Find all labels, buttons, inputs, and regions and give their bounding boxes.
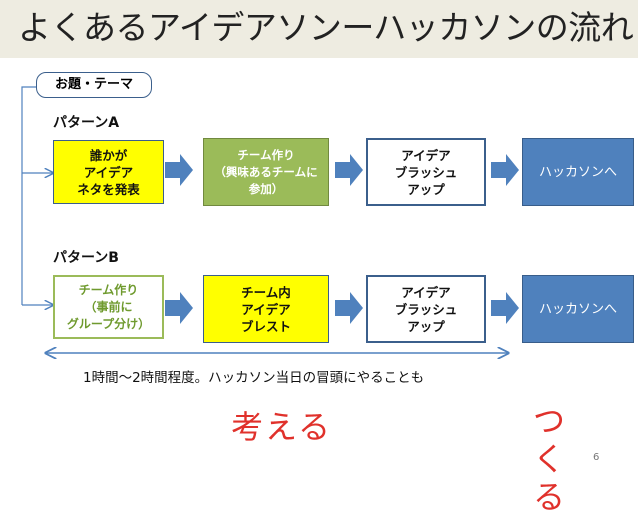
branch-line: [21, 86, 36, 305]
flow-connectors: [21, 86, 519, 479]
flow-arrow-b3: [491, 292, 519, 324]
phase-think: 考える: [231, 408, 333, 446]
pattern-b-step-2: チーム内 アイデア ブレスト: [203, 275, 329, 343]
pattern-a-step-3: アイデア ブラッシュ アップ: [366, 138, 486, 206]
slide-title: よくあるアイデアソンーハッカソンの流れ: [18, 8, 634, 47]
flow-arrow-b2: [335, 292, 363, 324]
pattern-b-step-3: アイデア ブラッシュ アップ: [366, 275, 486, 343]
pattern-a-label: パターンA: [53, 115, 120, 131]
phase-make: つくる: [533, 402, 568, 516]
theme-box: お題・テーマ: [36, 72, 152, 98]
pattern-b-label: パターンB: [53, 250, 119, 266]
flow-arrow-a3: [491, 154, 519, 186]
pattern-b-step-4: ハッカソンへ: [522, 275, 634, 343]
flow-arrow-b1: [165, 292, 193, 324]
flow-arrow-a1: [165, 154, 193, 186]
duration-note: 1時間～2時間程度。ハッカソン当日の冒頭にやることも: [83, 370, 425, 386]
pattern-b-step-1: チーム作り （事前に グループ分け）: [53, 275, 164, 339]
pattern-a-step-2: チーム作り （興味あるチームに 参加）: [203, 138, 329, 206]
flow-arrow-a2: [335, 154, 363, 186]
pattern-a-step-1: 誰かが アイデア ネタを発表: [53, 140, 164, 204]
page-number: 6: [593, 452, 600, 463]
pattern-a-step-4: ハッカソンへ: [522, 138, 634, 206]
title-bar: [0, 0, 638, 58]
